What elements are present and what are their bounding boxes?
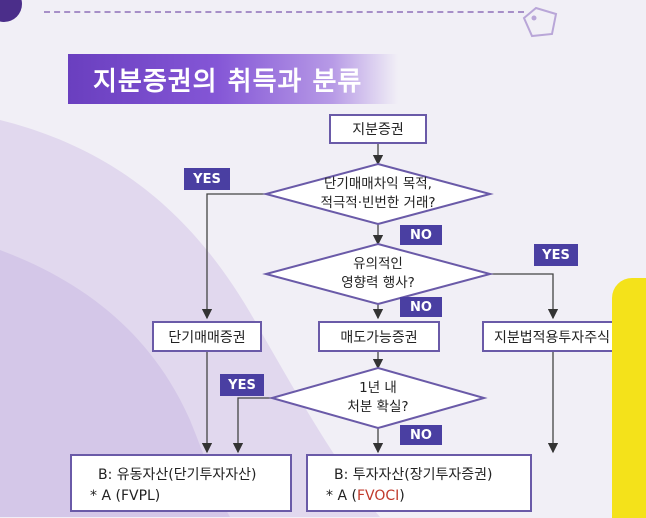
trading-securities-node: 단기매매증권: [152, 321, 262, 352]
decision-2-line1: 유의적인: [288, 255, 468, 274]
investment-assets-result: B: 투자자산(장기투자증권) * A (FVOCI): [306, 454, 532, 512]
equity-method-node: 지분법적용투자주식: [482, 321, 622, 352]
investment-assets-prefix: * A (: [326, 488, 357, 504]
decision-1-line2: 적극적·빈번한 거래?: [288, 194, 468, 213]
decision-3-line2: 처분 확실?: [288, 398, 468, 417]
decision-1-text: 단기매매차익 목적, 적극적·빈번한 거래?: [288, 175, 468, 213]
start-node: 지분증권: [329, 114, 427, 144]
no-badge-2: NO: [400, 297, 442, 317]
decision-1-line1: 단기매매차익 목적,: [288, 175, 468, 194]
yes-badge-2: YES: [534, 244, 578, 266]
current-assets-line1: B: 유동자산(단기투자자산): [98, 464, 257, 484]
fvoci-highlight: FVOCI: [357, 488, 399, 504]
yes-badge-3: YES: [220, 374, 264, 396]
available-for-sale-node: 매도가능증권: [318, 321, 440, 352]
investment-assets-line2: * A (FVOCI): [326, 488, 405, 504]
investment-assets-suffix: ): [399, 488, 404, 504]
no-badge-1: NO: [400, 225, 442, 245]
no-badge-3: NO: [400, 425, 442, 445]
yes-badge-1: YES: [184, 168, 230, 190]
current-assets-result: B: 유동자산(단기투자자산) * A (FVPL): [70, 454, 292, 512]
current-assets-line2: * A (FVPL): [90, 488, 160, 504]
decision-3-text: 1년 내 처분 확실?: [288, 379, 468, 417]
investment-assets-line1: B: 투자자산(장기투자증권): [334, 464, 493, 484]
decision-2-line2: 영향력 행사?: [288, 274, 468, 293]
decision-2-text: 유의적인 영향력 행사?: [288, 255, 468, 293]
presenter-shoulder: [612, 278, 646, 518]
decision-3-line1: 1년 내: [288, 379, 468, 398]
